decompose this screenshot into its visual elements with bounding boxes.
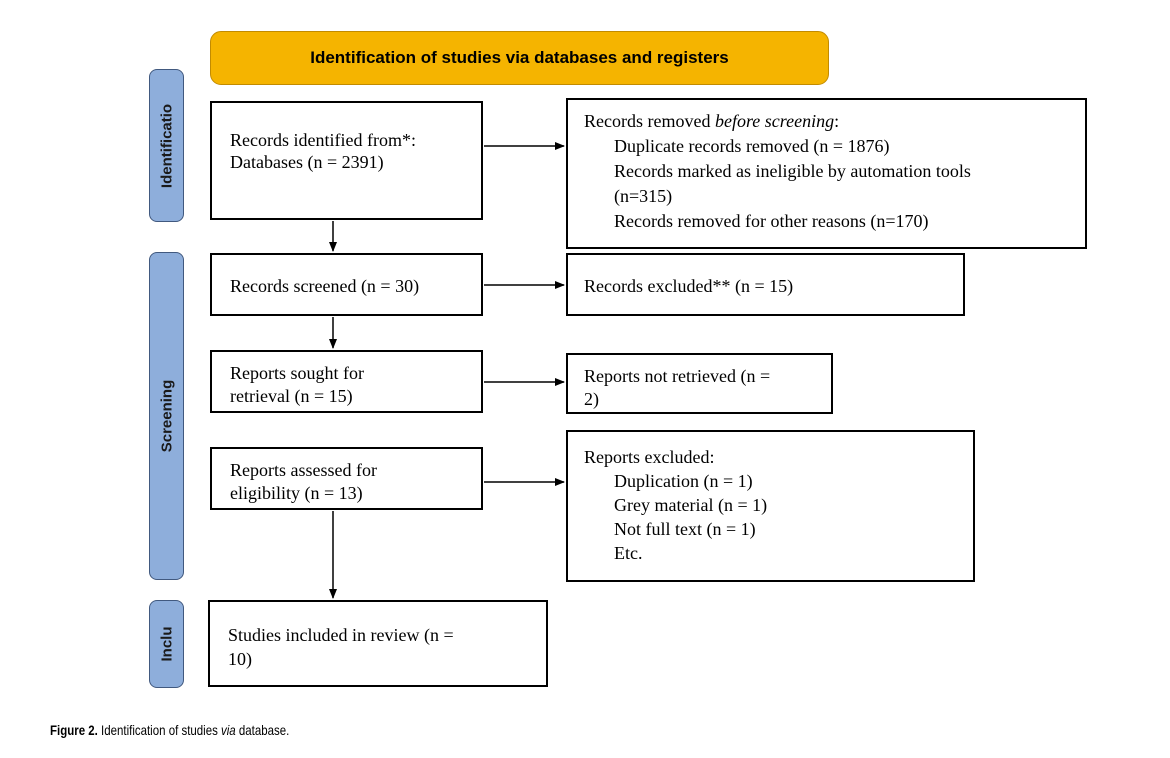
stage-identification: Identificatio xyxy=(149,69,184,222)
records-identified-line2: Databases (n = 2391) xyxy=(230,152,384,172)
figure-caption-label: Figure 2. xyxy=(50,722,98,738)
records-removed-title: Records removed before screening: xyxy=(584,109,1085,134)
reports-not-retrieved-box: Reports not retrieved (n = 2) xyxy=(566,353,833,414)
reports-excluded-etc: Etc. xyxy=(614,543,643,563)
reports-assessed-line1: Reports assessed for xyxy=(230,460,377,480)
reports-excluded-duplication: Duplication (n = 1) xyxy=(614,471,753,491)
reports-sought-line2: retrieval (n = 15) xyxy=(230,386,353,406)
figure-caption: Figure 2. Identification of studies via … xyxy=(50,722,289,738)
reports-excluded-box: Reports excluded: Duplication (n = 1) Gr… xyxy=(566,430,975,582)
figure-caption-text-after: database. xyxy=(235,722,290,738)
reports-sought-line1: Reports sought for xyxy=(230,363,364,383)
reports-assessed-line2: eligibility (n = 13) xyxy=(230,483,363,503)
records-excluded-box: Records excluded** (n = 15) xyxy=(566,253,965,316)
studies-included-line2: 10) xyxy=(228,649,252,669)
records-removed-title-prefix: Records removed xyxy=(584,111,715,131)
records-removed-other: Records removed for other reasons (n=170… xyxy=(614,211,929,231)
records-removed-duplicates: Duplicate records removed (n = 1876) xyxy=(614,136,890,156)
records-identified-box: Records identified from*: Databases (n =… xyxy=(210,101,483,220)
records-identified-line1: Records identified from*: xyxy=(230,130,416,150)
records-removed-box: Records removed before screening: Duplic… xyxy=(566,98,1087,249)
stage-included: Inclu xyxy=(149,600,184,688)
header-banner: Identification of studies via databases … xyxy=(210,31,829,85)
records-removed-automation: Records marked as ineligible by automati… xyxy=(614,161,971,181)
reports-sought-box: Reports sought for retrieval (n = 15) xyxy=(210,350,483,413)
header-title: Identification of studies via databases … xyxy=(310,48,729,67)
records-screened-box: Records screened (n = 30) xyxy=(210,253,483,316)
records-removed-title-suffix: : xyxy=(834,111,840,131)
reports-excluded-grey-material: Grey material (n = 1) xyxy=(614,495,768,515)
reports-assessed-box: Reports assessed for eligibility (n = 13… xyxy=(210,447,483,510)
reports-excluded-not-full-text: Not full text (n = 1) xyxy=(614,519,756,539)
records-removed-title-italic: before screening xyxy=(714,111,835,131)
figure-caption-italic: via xyxy=(221,722,236,738)
records-removed-automation-count: (n=315) xyxy=(614,186,673,206)
reports-not-retrieved-line2: 2) xyxy=(584,389,599,409)
records-screened-text: Records screened (n = 30) xyxy=(230,276,420,296)
figure-caption-text-before: Identification of studies xyxy=(97,722,222,738)
reports-excluded-title: Reports excluded: xyxy=(584,447,715,467)
stage-screening: Screening xyxy=(149,252,184,580)
studies-included-line1: Studies included in review (n = xyxy=(228,625,454,645)
studies-included-box: Studies included in review (n = 10) xyxy=(208,600,548,687)
reports-not-retrieved-line1: Reports not retrieved (n = xyxy=(584,366,771,386)
records-excluded-text: Records excluded** (n = 15) xyxy=(584,276,794,296)
